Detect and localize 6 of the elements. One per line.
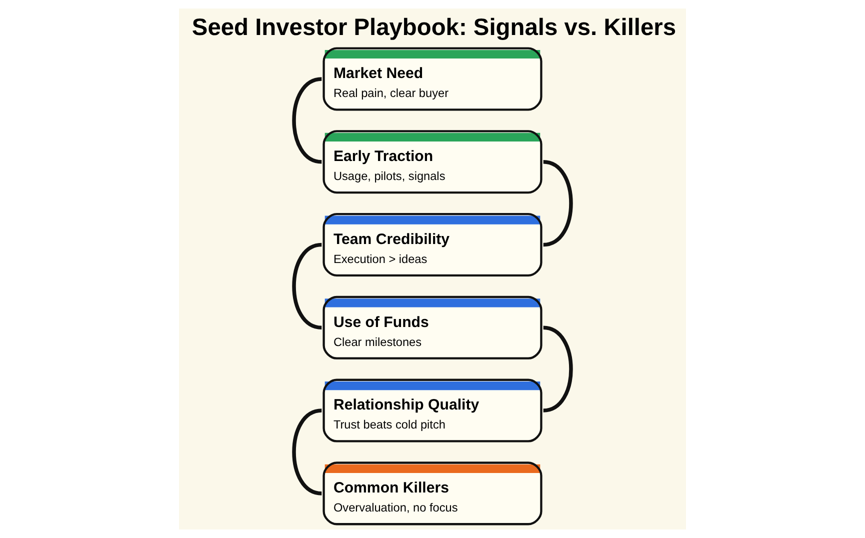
connector — [292, 77, 322, 164]
diagram-title: Seed Investor Playbook: Signals vs. Killers — [192, 14, 676, 41]
connector — [292, 408, 322, 496]
connector — [543, 160, 573, 247]
connector — [543, 326, 573, 412]
connector — [292, 242, 322, 330]
